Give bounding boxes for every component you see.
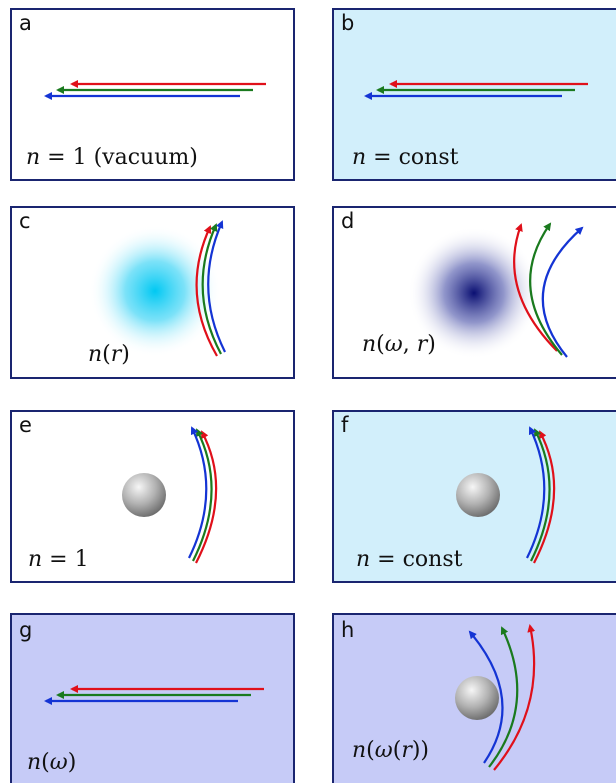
green-ray [192,428,213,562]
sphere-mass [456,473,500,517]
green-ray [529,222,563,356]
label-part: n [352,738,366,763]
panel-d-label: n(ω, r) [362,332,436,357]
label-part: ω [375,738,393,763]
blue-ray [188,426,208,559]
label-part: n [27,750,41,775]
panel-a-frame [10,8,295,181]
green-ray [201,223,222,355]
label-part: = 1 [42,547,88,572]
red-ray [195,430,218,564]
label-part: r [401,738,413,763]
ray-bundle-straight [44,80,266,100]
panel-b-frame [332,8,616,181]
label-part: ω [50,750,68,775]
label-part: n [88,342,102,367]
label-part: n [26,145,40,170]
blue-ray [526,426,546,559]
red-ray [493,624,536,771]
panel-a-label: n = 1 (vacuum) [26,145,198,170]
label-part: ( [366,738,375,763]
sphere-mass [455,676,499,720]
refractive-index-gradient-blob [89,225,221,357]
panel-h: h n(ω(r)) [332,613,616,783]
blue-ray [541,226,584,358]
label-part: ) [427,332,436,357]
ray-bundle-straight [364,80,588,100]
label-part: r [417,332,429,357]
panel-c-letter: c [19,209,31,233]
blue-ray [468,630,504,764]
panel-f: f n = const [332,410,616,583]
ray-bundle-curved [195,220,226,357]
refractive-index-gradient-blob [408,227,540,359]
red-ray [195,225,218,357]
label-part: = const [370,547,462,572]
panel-h-label: n(ω(r)) [352,738,429,763]
panel-b-label: n = const [352,145,459,170]
label-part: ) [68,750,77,775]
label-part: ( [41,750,50,775]
panel-c: c n(r) [10,206,295,379]
label-part: r [111,342,123,367]
ray-bundle-straight [44,685,264,705]
panel-e-label: n = 1 [28,547,89,572]
label-part: ( [102,342,111,367]
label-part: , [403,332,417,357]
label-part: n [352,145,366,170]
sphere-mass [122,473,166,517]
red-ray [533,430,556,564]
panel-a-letter: a [19,11,32,35]
label-part: ) [121,342,130,367]
ray-bundle-dispersed [468,624,536,771]
label-part: n [28,547,42,572]
label-part: n [356,547,370,572]
panel-f-label: n = const [356,547,463,572]
green-ray [488,626,519,768]
label-part: = 1 (vacuum) [40,145,198,170]
panel-d-letter: d [341,209,354,233]
panel-a: a n = 1 (vacuum) [10,8,295,181]
label-part: = const [366,145,458,170]
panel-d: d n(ω, r) [332,206,616,379]
panel-f-letter: f [341,413,349,437]
label-part: ω [385,332,403,357]
label-part: ( [393,738,402,763]
panel-b-letter: b [341,11,354,35]
blue-ray [207,220,226,353]
ray-bundle-curved [526,426,556,564]
label-part: n [362,332,376,357]
panel-g-label: n(ω) [27,750,76,775]
panel-h-letter: h [341,618,354,642]
label-part: ( [376,332,385,357]
ray-bundle-curved [188,426,218,564]
panel-b: b n = const [332,8,616,181]
green-ray [530,428,551,562]
panel-g: g n(ω) [10,613,295,783]
label-part: )) [412,738,429,763]
panel-c-label: n(r) [88,342,130,367]
red-ray [513,223,558,352]
panel-e-letter: e [19,413,32,437]
ray-bundle-dispersed [513,222,584,358]
panel-e: e n = 1 [10,410,295,583]
panel-g-letter: g [19,618,32,642]
